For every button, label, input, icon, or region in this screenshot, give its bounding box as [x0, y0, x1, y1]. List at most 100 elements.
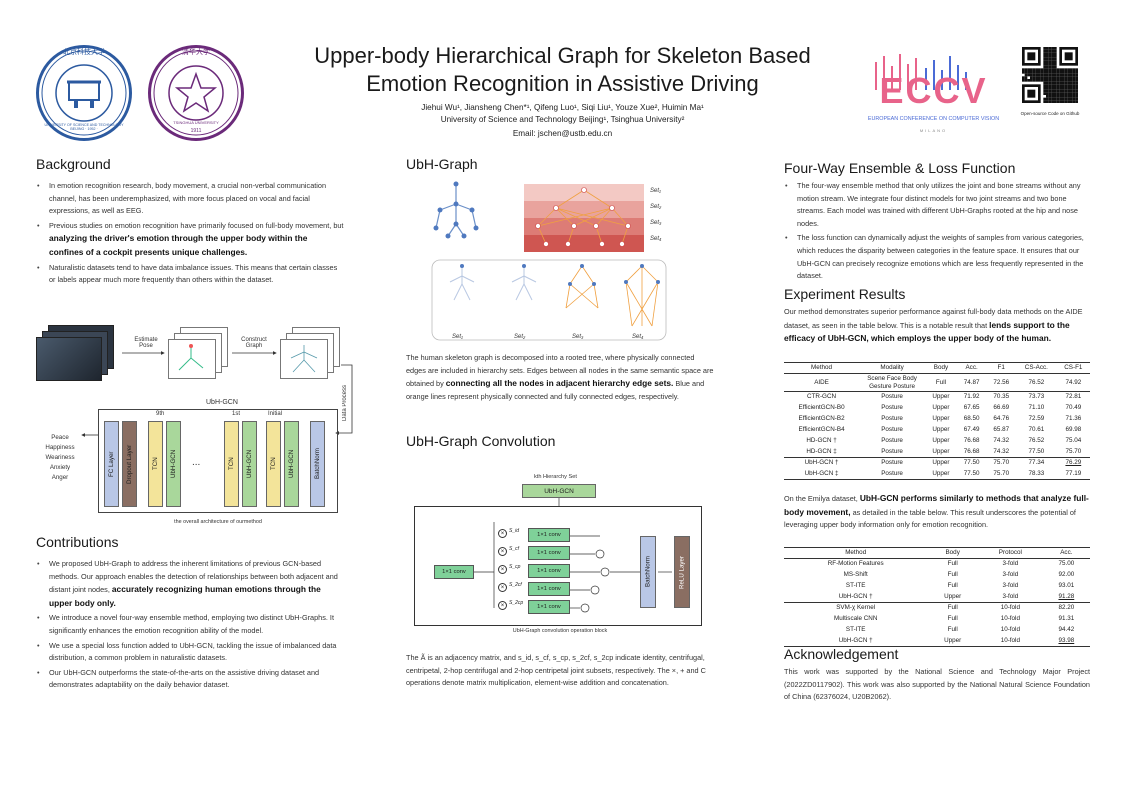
- subset-label-0: S_id: [509, 528, 520, 534]
- emotion-list: Peace Happiness Weariness Anxiety Anger: [40, 433, 80, 483]
- background-bullet-2: Previous studies on emotion recognition …: [36, 220, 344, 260]
- table-cell: 82.20: [1042, 602, 1090, 614]
- qr-code-icon: [1022, 47, 1078, 103]
- ack-text: This work was supported by the National …: [784, 667, 1090, 702]
- table-cell: Full: [927, 602, 978, 614]
- fc-layer-block: FC Layer: [104, 421, 119, 507]
- ensemble-bullet-2: The loss function can dynamically adjust…: [784, 232, 1090, 282]
- table-cell: HD-GCN †: [806, 437, 837, 444]
- table-cell: Posture: [881, 404, 903, 411]
- table-cell: Upper: [927, 635, 978, 647]
- emotion-weariness: Weariness: [45, 454, 75, 461]
- table-cell: 93.98: [1042, 635, 1090, 647]
- conv-outer-box: [414, 506, 702, 626]
- column-header-1: Modality: [859, 362, 926, 374]
- estimate-pose-label: Estimate Pose: [134, 337, 158, 349]
- subset-label-3: S_2cf: [509, 582, 522, 588]
- construct-graph-label: Construct Graph: [241, 337, 267, 349]
- table-cell: CTR-GCN: [784, 391, 860, 403]
- table-cell: 91.28: [1058, 592, 1075, 600]
- subset-label-1: S_cf: [509, 546, 520, 552]
- tsinghua-emblem-icon: [153, 50, 239, 136]
- ubh-gcn-header-box: UbH-GCN: [522, 484, 596, 498]
- table-cell: 92.00: [1058, 571, 1075, 578]
- contributions-section: We proposed UbH-Graph to address the inh…: [36, 558, 344, 694]
- background-heading: Background: [36, 156, 111, 172]
- table-cell: UbH-GCN †: [784, 635, 928, 647]
- matrix-multiply-icon: ×: [498, 565, 507, 574]
- table-cell: 72.56: [993, 378, 1010, 386]
- tsinghua-logo: [148, 45, 244, 141]
- table-cell: Upper: [932, 447, 950, 455]
- table-cell: Posture: [859, 457, 926, 469]
- email: Email: jschen@ustb.edu.cn: [512, 129, 613, 138]
- eccv-wordmark: ECCV: [879, 70, 988, 111]
- background-bullet-2-text: Previous studies on emotion recognition …: [49, 220, 344, 230]
- set-label-right-2: Set₂: [650, 204, 662, 210]
- table-cell: 77.34: [1016, 457, 1057, 469]
- table-cell: 91.31: [1058, 615, 1075, 622]
- table-cell: 72.81: [1056, 391, 1090, 403]
- table-cell: RF-Motion Features: [827, 560, 884, 568]
- set-label-bottom-3: Set₃: [572, 334, 584, 340]
- ensemble-bullet-1: The four-way ensemble method that only u…: [784, 180, 1090, 230]
- hierarchy-graph-diagram: [431, 181, 667, 341]
- architecture-arrows: [81, 351, 353, 437]
- contribution-2: We introduce a novel four-way ensemble m…: [36, 612, 344, 637]
- table-cell: 10-fold: [1000, 626, 1020, 633]
- table-cell: 71.36: [1065, 415, 1082, 422]
- results-p2-post: as detailed in the table below. This res…: [784, 507, 1076, 530]
- contributions-heading: Contributions: [36, 534, 119, 550]
- qr-code[interactable]: Open-source Code on Github: [1021, 47, 1079, 117]
- table-cell: ST-ITE: [845, 626, 866, 633]
- table-cell: 74.32: [993, 437, 1010, 444]
- convolution-arrows: [474, 498, 672, 613]
- table-cell: 71.92: [956, 391, 987, 403]
- graph-frames: [280, 327, 342, 385]
- set-label-bottom-2: Set₂: [514, 334, 526, 340]
- video-frames: [36, 325, 116, 381]
- table-cell: Full: [947, 615, 958, 622]
- table-cell: 77.50: [956, 468, 987, 480]
- table-cell: 10-fold: [977, 635, 1043, 647]
- table-cell: Multiscale CNN: [834, 615, 878, 622]
- background-section: In emotion recognition research, body mo…: [36, 180, 344, 289]
- table-cell: 75.70: [986, 468, 1017, 480]
- column-header-3: Acc.: [956, 362, 987, 374]
- table-cell: ST-ITE: [845, 582, 866, 589]
- ustb-logo-cn: 北京科技大学: [63, 49, 105, 56]
- table-cell: 67.49: [963, 426, 980, 433]
- set-label-right-3: Set₃: [650, 220, 662, 226]
- conv-branch-block-0: 1×1 conv: [528, 528, 570, 542]
- table-cell: 75.04: [1065, 437, 1082, 444]
- results-p2-bold: UbH-GCN performs similarly to methods th…: [784, 493, 1089, 517]
- table-cell: 75.70: [1065, 447, 1082, 455]
- table-cell: 65.87: [993, 426, 1010, 433]
- subset-label-2: S_cp: [509, 564, 521, 570]
- ubhgcn-block-1: UbH-GCN: [242, 421, 257, 507]
- background-bullet-1: In emotion recognition research, body mo…: [36, 180, 344, 218]
- emotion-anxiety: Anxiety: [49, 464, 71, 471]
- table-cell: 93.01: [1058, 582, 1075, 589]
- authors: Jiehui Wu¹, Jiansheng Chen*¹, Qifeng Luo…: [421, 103, 704, 112]
- architecture-figure: Estimate Pose Construct Graph Data Proce…: [36, 325, 361, 530]
- ellipsis: ...: [192, 457, 201, 468]
- table-row: Multiscale CNN Full 10-fold 91.31: [784, 614, 1090, 625]
- results-heading: Experiment Results: [784, 286, 906, 302]
- table-cell: Posture: [881, 447, 903, 455]
- ustb-logo: [36, 45, 132, 141]
- table-cell: 71.10: [1028, 404, 1045, 411]
- kth-set-label: kth Hierarchy Set: [534, 474, 577, 480]
- table-cell: 3-fold: [1002, 571, 1019, 578]
- table-cell: 76.68: [963, 447, 980, 455]
- title-line-1: Upper-body Hierarchical Graph for Skelet…: [314, 43, 811, 68]
- table-cell: EfficientGCN-B0: [798, 404, 845, 411]
- table-cell: 10-fold: [1000, 615, 1020, 622]
- contribution-3: We use a special loss function added to …: [36, 640, 344, 665]
